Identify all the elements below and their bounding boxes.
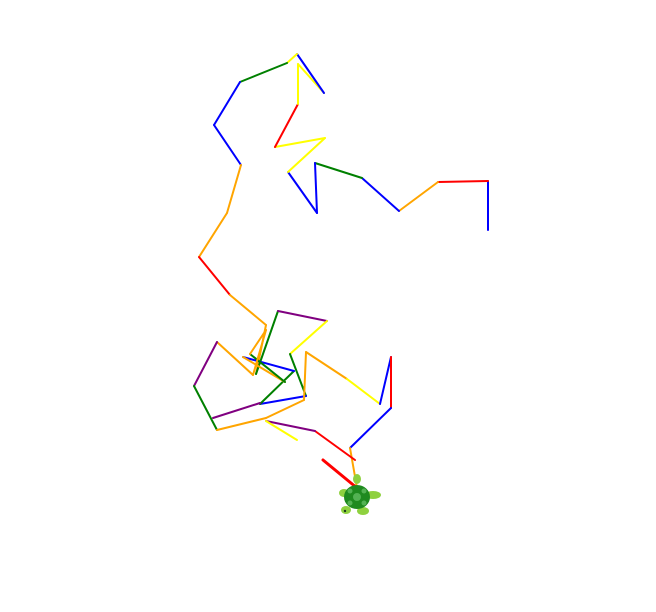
path-segment-orange [303,351,307,401]
path-segment-orange [226,164,242,214]
turtle-icon [339,474,381,515]
turtle-shell-spot [361,500,367,506]
turtle-leg-back-right [357,507,369,515]
path-segment-orange [249,329,267,355]
turtle-path [193,53,489,490]
path-segment-yellow [265,420,298,441]
path-segment-purple [193,341,218,387]
path-segment-red [321,458,359,490]
path-segment-blue [213,81,241,126]
path-segment-red [437,180,489,183]
path-segment-blue [314,162,318,214]
path-segment-orange [216,417,267,431]
turtle-eye [343,509,347,513]
path-segment-green [314,162,363,179]
path-segment-blue [213,124,242,166]
path-segment-yellow [289,320,328,355]
path-segment-blue [242,356,295,372]
path-segment-green [249,353,286,383]
path-segment-blue [259,395,307,405]
path-segment-green [259,370,295,405]
path-segment-yellow [274,137,326,148]
path-segment-orange [198,212,228,258]
turtle-shell-spot [347,488,353,494]
turtle-head [353,474,361,484]
path-segment-orange [242,356,286,383]
path-segment-orange [252,329,267,376]
path-segment-yellow [346,378,381,405]
path-segment-yellow [287,137,326,173]
path-segment-purple [277,310,328,322]
path-segment-orange [229,294,267,326]
turtle-shell-spot [361,488,367,494]
path-segment-red [198,256,231,296]
path-segment-blue [361,177,400,212]
path-segment-green [289,353,307,397]
turtle-shell-spot [353,493,361,501]
path-segment-yellow [286,53,298,64]
path-segment-green [193,385,218,431]
path-segment-blue [287,171,318,214]
path-segment-orange [305,351,348,380]
path-segment-red [314,430,356,461]
path-segment-red [274,103,299,148]
path-segment-green [239,62,288,83]
path-segment-orange [265,399,305,419]
turtle-shell-spot [347,500,353,506]
path-segment-blue [296,53,325,94]
path-segment-orange [398,181,439,212]
path-segment-purple [212,402,261,419]
path-segment-purple [265,420,316,432]
path-segment-blue [349,407,392,449]
turtle-leg-back-left [341,506,351,514]
path-segment-orange [216,341,254,376]
path-segment-green [255,310,279,375]
path-segment-blue [379,356,392,405]
